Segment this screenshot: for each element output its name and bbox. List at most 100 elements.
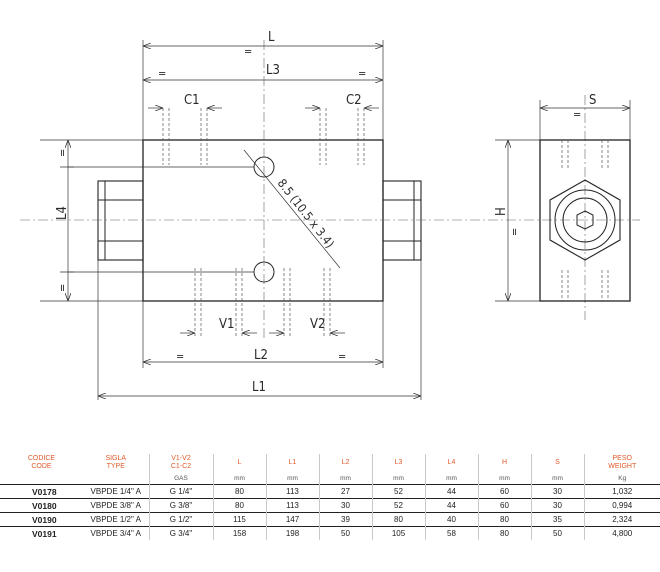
unit-cell: mm	[212, 472, 266, 485]
dim-L4-eq-bottom: =	[56, 284, 69, 292]
header-H: H	[477, 454, 531, 472]
cell-H: 80	[477, 526, 531, 540]
cell-ports: G 1/4"	[148, 484, 213, 499]
header-S: S	[530, 454, 584, 472]
cell-type: VBPDE 1/4" A	[83, 484, 149, 499]
cell-code: V0190	[0, 512, 83, 527]
side-view	[539, 139, 631, 302]
cell-L: 80	[212, 484, 266, 499]
cell-code: V0178	[0, 484, 83, 499]
dim-S-eq: =	[573, 108, 581, 121]
dim-L3-eq-right: =	[358, 67, 366, 80]
cell-L2: 39	[318, 512, 372, 527]
cell-L2: 50	[318, 526, 372, 540]
header-L1: L1	[265, 454, 319, 472]
cell-H: 60	[477, 498, 531, 513]
dim-H: H	[494, 207, 509, 216]
units-row: GAS mm mm mm mm mm mm mm Kg	[0, 472, 660, 485]
cell-L4: 44	[424, 498, 478, 513]
header-L: L	[212, 454, 266, 472]
unit-cell	[0, 472, 83, 485]
fitting-inner-ring	[562, 197, 608, 243]
left-fitting	[97, 180, 144, 261]
cell-L3: 52	[371, 498, 425, 513]
cell-L4: 40	[424, 512, 478, 527]
hole-annotation: 8.5 (10.5 x 3.4)	[275, 176, 337, 250]
right-fitting	[382, 180, 422, 261]
cell-L2: 27	[318, 484, 372, 499]
unit-cell	[83, 472, 149, 485]
header-L2: L2	[318, 454, 372, 472]
cell-L2: 30	[318, 498, 372, 513]
unit-cell: mm	[424, 472, 478, 485]
dim-L4: L4	[55, 206, 70, 220]
cell-weight: 4,800	[583, 526, 660, 540]
header-L3: L3	[371, 454, 425, 472]
cell-L: 158	[212, 526, 266, 540]
valve-body	[142, 139, 384, 302]
cell-L3: 52	[371, 484, 425, 499]
cell-S: 35	[530, 512, 584, 527]
technical-drawing: L = L3 = = C1 C2 V1 V2 L2 = = L1 L4 = = …	[20, 30, 640, 400]
cell-type: VBPDE 1/2" A	[83, 512, 149, 527]
hex-nut	[549, 179, 621, 261]
cell-L4: 58	[424, 526, 478, 540]
dim-L3: L3	[266, 63, 280, 78]
cell-S: 30	[530, 484, 584, 499]
cell-type: VBPDE 3/4" A	[83, 526, 149, 540]
cell-code: V0191	[0, 526, 83, 540]
dim-L2-eq-right: =	[338, 350, 346, 363]
cell-weight: 1,032	[583, 484, 660, 499]
header-L4: L4	[424, 454, 478, 472]
unit-cell: Kg	[583, 472, 660, 485]
dim-V2: V2	[310, 317, 325, 332]
dim-C2: C2	[346, 93, 362, 108]
dim-L2: L2	[254, 348, 268, 363]
cell-weight: 0,994	[583, 498, 660, 513]
dim-S: S	[589, 93, 596, 108]
cell-ports: G 3/4"	[148, 526, 213, 540]
side-body	[539, 139, 631, 302]
front-view	[97, 139, 422, 302]
cell-weight: 2,324	[583, 512, 660, 527]
dim-L-eq: =	[244, 45, 252, 58]
dim-V1: V1	[219, 317, 234, 332]
cell-L4: 44	[424, 484, 478, 499]
dim-C1: C1	[184, 93, 200, 108]
unit-cell: mm	[477, 472, 531, 485]
cell-L1: 198	[265, 526, 319, 540]
dim-L: L	[268, 30, 275, 45]
unit-cell: GAS	[148, 472, 213, 485]
unit-cell: mm	[530, 472, 584, 485]
cell-L1: 113	[265, 498, 319, 513]
cell-L: 80	[212, 498, 266, 513]
dim-L3-eq-left: =	[158, 67, 166, 80]
cell-H: 80	[477, 512, 531, 527]
unit-cell: mm	[371, 472, 425, 485]
cell-L3: 105	[371, 526, 425, 540]
cell-type: VBPDE 3/8" A	[83, 498, 149, 513]
unit-cell: mm	[265, 472, 319, 485]
hex-socket	[576, 210, 594, 230]
unit-cell: mm	[318, 472, 372, 485]
fitting-outer-ring	[554, 189, 616, 251]
cell-S: 30	[530, 498, 584, 513]
dim-L2-eq-left: =	[176, 350, 184, 363]
cell-L3: 80	[371, 512, 425, 527]
cell-L1: 113	[265, 484, 319, 499]
dim-H-eq: =	[508, 228, 521, 236]
cell-code: V0180	[0, 498, 83, 513]
cell-ports: G 1/2"	[148, 512, 213, 527]
cell-S: 50	[530, 526, 584, 540]
